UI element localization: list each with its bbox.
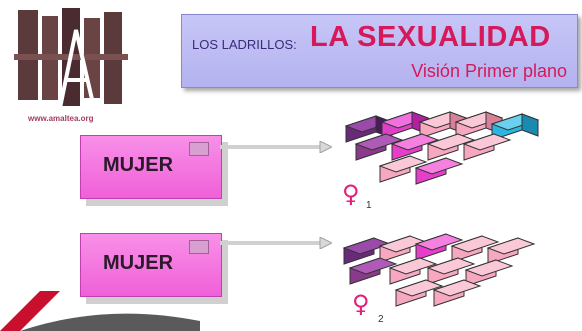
figure-number-1: 1 [366,200,372,211]
figure-number-2: 2 [378,314,384,325]
title-box: LOS LADRILLOS: LA SEXUALIDAD Visión Prim… [181,14,578,88]
mujer-box-2: MUJER [80,233,222,297]
amaltea-logo [14,8,128,110]
female-symbol-icon-2: ♀ [352,290,370,318]
brick-pile-1 [344,111,540,185]
decorative-swoosh [0,291,200,331]
mujer-box-1: MUJER [80,135,222,199]
mujer-label-2: MUJER [103,252,174,274]
arrow-right-icon [220,141,332,153]
mujer-label-1: MUJER [103,154,174,176]
title-subtitle: Visión Primer plano [411,61,567,81]
arrow-right-icon [220,237,332,249]
title-prefix: LOS LADRILLOS: [192,37,297,52]
logo-url[interactable]: www.amaltea.org [28,114,94,123]
brick-pile-2 [342,233,536,307]
box-corner-tab [189,240,209,254]
title-main: LA SEXUALIDAD [310,21,551,53]
female-symbol-icon-1: ♀ [342,180,360,208]
box-corner-tab [189,142,209,156]
